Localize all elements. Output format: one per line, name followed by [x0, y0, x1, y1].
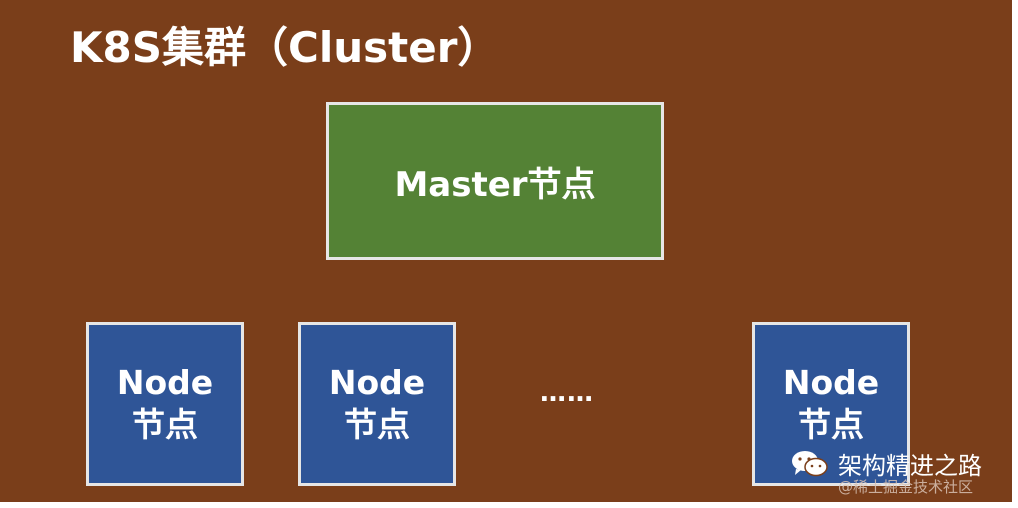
worker-node-box: Node 节点: [752, 322, 910, 486]
worker-node-box: Node 节点: [298, 322, 456, 486]
wechat-icon: [792, 450, 828, 476]
master-node-label: Master节点: [394, 164, 596, 205]
node-label-line1: Node: [782, 363, 880, 402]
watermark-text: 架构精进之路: [838, 452, 982, 480]
master-node-box: Master节点: [326, 102, 664, 260]
node-label-line2: 节点: [132, 405, 198, 444]
diagram-title: K8S集群（Cluster）: [70, 23, 500, 72]
watermark: 架构精进之路: [790, 446, 982, 481]
node-label-line2: 节点: [344, 405, 410, 444]
node-label-line2: 节点: [798, 405, 864, 444]
credit-watermark: @稀土掘金技术社区: [838, 478, 974, 496]
node-label-line1: Node: [116, 363, 214, 402]
more-nodes-ellipsis: ……: [540, 378, 594, 408]
node-label-line1: Node: [328, 363, 426, 402]
worker-node-box: Node 节点: [86, 322, 244, 486]
